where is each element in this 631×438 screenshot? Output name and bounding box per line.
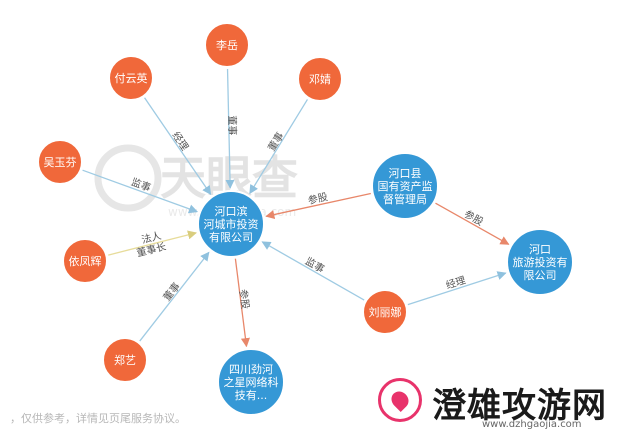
brand-logo-icon (378, 378, 422, 422)
edge-label: 参股 (462, 207, 486, 228)
node-label: 有限公司 (209, 230, 253, 244)
node-label: 四川劲河 (229, 363, 273, 376)
person-node-lixiao[interactable]: 李岳 (204, 22, 250, 68)
node-label: 郑艺 (114, 353, 136, 367)
edge-yifenghui-hekou_bincheng (108, 230, 197, 256)
node-circle[interactable] (197, 190, 265, 258)
node-circle[interactable] (217, 348, 285, 416)
company-node-sichuan_star[interactable]: 四川劲河之星网络科技有... (217, 348, 285, 416)
person-node-fuyunying[interactable]: 付云英 (108, 55, 154, 101)
node-circle[interactable] (102, 337, 148, 383)
edge-fuyunying-hekou_bincheng (144, 97, 212, 196)
edge-label: 董事 (160, 280, 183, 304)
node-label: 李岳 (216, 38, 238, 52)
node-circle[interactable] (362, 289, 408, 335)
person-node-dengjing[interactable]: 邓婧 (297, 56, 343, 102)
node-label: 依凤辉 (69, 255, 102, 268)
edge-label: 参股 (307, 190, 329, 207)
edge-hekou_bincheng-sichuan_star (234, 258, 250, 348)
edge-label: 监事 (129, 175, 152, 194)
node-label: 刘丽娜 (369, 305, 402, 319)
node-circle[interactable] (62, 238, 108, 284)
watermark-logo-icon (94, 144, 162, 212)
node-circle[interactable] (204, 22, 250, 68)
node-circle[interactable] (37, 139, 83, 185)
edge-zhengyi-hekou_bincheng (139, 251, 210, 342)
edge-lixiao-hekou_bincheng (225, 68, 235, 189)
edge-liulina-hekou_bincheng (261, 241, 365, 301)
edge-dengjing-hekou_bincheng (249, 99, 308, 195)
node-label: 河口 (529, 243, 551, 256)
node-label: 国有资产监 (378, 179, 433, 193)
node-label: 之星网络科 (224, 375, 279, 389)
person-node-zhengyi[interactable]: 郑艺 (102, 337, 148, 383)
edge-label: 监事 (303, 254, 327, 275)
edge-label: 董事 (226, 115, 239, 135)
node-circle[interactable] (297, 56, 343, 102)
node-circle[interactable] (506, 228, 574, 296)
node-label: 技有... (235, 388, 268, 402)
node-label: 河口滨 (215, 204, 248, 218)
footer-note: ，仅供参考，详情见页尾服务协议。 (10, 412, 186, 425)
brand-title: 澄雄攻游网 (432, 386, 607, 426)
edge-label: 参股 (237, 288, 252, 309)
edge-label: 经理 (444, 273, 467, 292)
edge-wuyufen-hekou_bincheng (82, 169, 199, 214)
person-node-yifenghui[interactable]: 依凤辉 (62, 238, 108, 284)
edge-hekou_guoziju-hekou_lvyou (435, 202, 510, 245)
node-label: 吴玉芬 (44, 156, 77, 169)
node-circle[interactable] (371, 152, 439, 220)
node-label: 邓婧 (309, 72, 331, 86)
edge-label: 经理 (169, 129, 191, 153)
person-node-liulina[interactable]: 刘丽娜 (362, 289, 408, 335)
edge-liulina-hekou_lvyou (407, 271, 507, 306)
node-label: 督管理局 (383, 192, 427, 206)
brand-url: www.dzhgaojia.com (482, 419, 582, 430)
brand-watermark: 澄雄攻游网 www.dzhgaojia.com (372, 372, 630, 434)
node-label: 河口县 (389, 167, 422, 180)
node-label: 旅游投资有 (513, 255, 568, 269)
node-circle[interactable] (108, 55, 154, 101)
node-label: 河城市投资 (204, 217, 259, 231)
node-label: 付云英 (115, 71, 148, 85)
edge-label: 董事 (265, 130, 287, 154)
person-node-wuyufen[interactable]: 吴玉芬 (37, 139, 83, 185)
edge-hekou_guoziju-hekou_bincheng (265, 192, 371, 220)
watermark: 天眼查 www.tianyancha.com (94, 144, 298, 219)
node-label: 限公司 (524, 269, 557, 282)
